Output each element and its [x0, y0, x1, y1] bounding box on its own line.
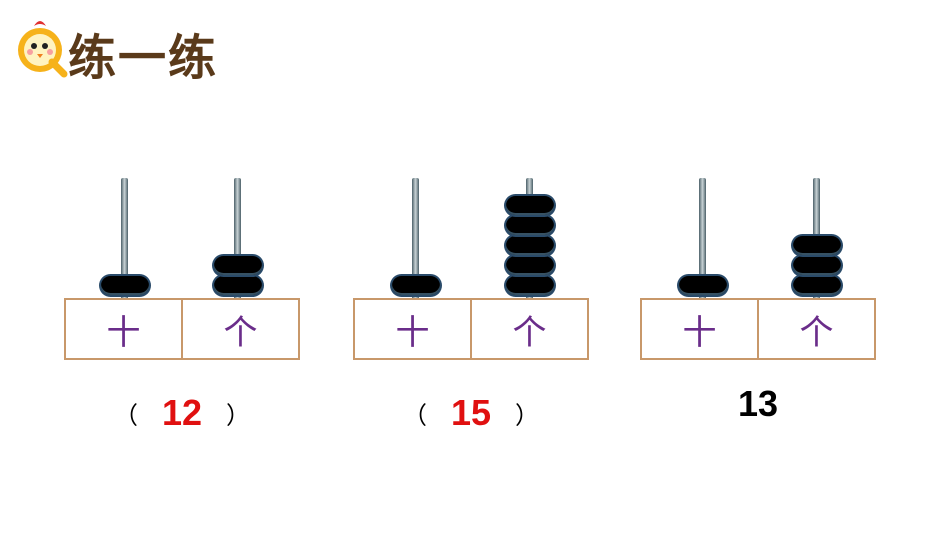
ones-bead	[506, 216, 554, 235]
ones-bead	[506, 236, 554, 255]
ones-bead	[793, 236, 841, 255]
page-title: 练一练	[68, 30, 219, 86]
ones-bead	[793, 256, 841, 275]
ones-label: 个	[181, 300, 298, 358]
paren-close: ）	[515, 402, 540, 430]
place-value-box: 十 个	[640, 298, 876, 360]
ones-bead	[506, 196, 554, 215]
tens-bead	[679, 276, 727, 295]
ones-bead	[793, 276, 841, 295]
ones-label: 个	[470, 300, 587, 358]
tens-label: 十	[395, 312, 430, 353]
tens-rod	[699, 178, 706, 300]
tens-rod	[412, 178, 419, 300]
abacus-1: 十 个	[64, 170, 300, 360]
abacus-3: 十 个	[640, 170, 876, 360]
tens-label: 十	[106, 312, 141, 353]
paren-open: （	[402, 402, 427, 430]
tens-bead	[101, 276, 149, 295]
answer-value: 12	[161, 392, 203, 433]
abacus-2: 十 个	[353, 170, 589, 360]
ones-bead	[506, 256, 554, 275]
tens-rod	[121, 178, 128, 300]
ones-bead	[506, 276, 554, 295]
ones-bead	[214, 256, 262, 275]
paren-close: ）	[226, 402, 251, 430]
place-value-box: 十 个	[353, 298, 589, 360]
paren-open: （	[113, 402, 138, 430]
ones-rod	[234, 178, 241, 300]
answer-value: 15	[450, 392, 492, 433]
tens-label: 十	[682, 312, 717, 353]
ones-label: 个	[757, 300, 874, 358]
tens-bead	[392, 276, 440, 295]
q-chick-logo-icon	[12, 14, 68, 78]
answer-1: （ 12 ）	[64, 392, 300, 434]
answer-3: 13	[738, 383, 779, 424]
place-value-box: 十 个	[64, 298, 300, 360]
answer-2: （ 15 ）	[353, 392, 589, 434]
ones-bead	[214, 276, 262, 295]
